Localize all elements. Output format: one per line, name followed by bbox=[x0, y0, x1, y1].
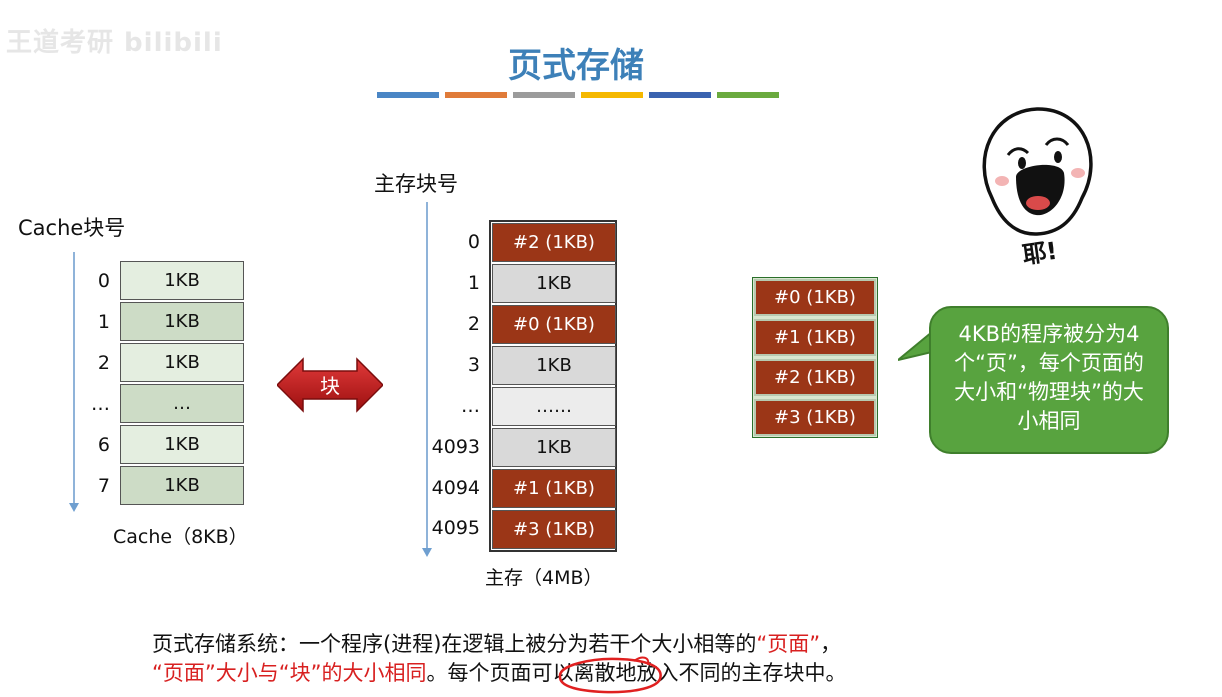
program-page: #1 (1KB) bbox=[754, 319, 876, 356]
program-page: #3 (1KB) bbox=[754, 399, 876, 436]
program-page: #0 (1KB) bbox=[754, 279, 876, 316]
cache-row-number: 1 bbox=[97, 311, 110, 333]
cache-axis bbox=[73, 252, 75, 504]
cache-block: … bbox=[120, 384, 244, 423]
memory-row-number: 3 bbox=[467, 354, 480, 376]
cache-axis-label: Cache块号 bbox=[18, 216, 126, 240]
color-bar-segment bbox=[581, 92, 643, 98]
memory-block: #2 (1KB) bbox=[492, 223, 616, 262]
description-line-1: 页式存储系统：一个程序(进程)在逻辑上被分为若干个大小相等的“页面”， bbox=[152, 630, 847, 659]
memory-row-number: 1 bbox=[467, 272, 480, 294]
memory-row-number: … bbox=[461, 395, 480, 417]
description: 页式存储系统：一个程序(进程)在逻辑上被分为若干个大小相等的“页面”， “页面”… bbox=[152, 630, 847, 688]
memory-row-number: 2 bbox=[467, 313, 480, 335]
mascot-face-icon bbox=[982, 107, 1093, 236]
memory-axis bbox=[426, 202, 428, 549]
memory-row-number: 0 bbox=[467, 231, 480, 253]
arrow-label: 块 bbox=[320, 374, 340, 398]
description-highlight: “页面” bbox=[756, 632, 821, 656]
color-bar-segment bbox=[717, 92, 779, 98]
cache-block: 1KB bbox=[120, 425, 244, 464]
memory-block: 1KB bbox=[492, 264, 616, 303]
cache-block: 1KB bbox=[120, 466, 244, 505]
cache-caption: Cache（8KB） bbox=[113, 526, 248, 548]
cache-blocks: 1KB 1KB 1KB … 1KB 1KB bbox=[120, 261, 246, 505]
cache-block: 1KB bbox=[120, 302, 244, 341]
handwritten-circle-annotation bbox=[558, 656, 662, 694]
page-title: 页式存储 bbox=[508, 46, 644, 86]
mascot-exclamation: 耶! bbox=[1020, 236, 1060, 270]
mascot: 耶! bbox=[972, 103, 1102, 275]
program-page: #2 (1KB) bbox=[754, 359, 876, 396]
cache-block: 1KB bbox=[120, 261, 244, 300]
memory-row-number: 4095 bbox=[431, 517, 480, 539]
cache-block: 1KB bbox=[120, 343, 244, 382]
color-bar-segment bbox=[377, 92, 439, 98]
program-pages: #0 (1KB) #1 (1KB) #2 (1KB) #3 (1KB) bbox=[752, 277, 878, 438]
description-line-2: “页面”大小与“块”的大小相同。每个页面可以离散地放入不同的主存块中。 bbox=[152, 659, 847, 688]
memory-caption: 主存（4MB） bbox=[485, 567, 603, 589]
description-text: 。每个页面可以离散地放入不同的主存块中。 bbox=[426, 661, 847, 685]
color-bar-segment bbox=[513, 92, 575, 98]
memory-block: #0 (1KB) bbox=[492, 305, 616, 344]
cache-row-number: 6 bbox=[97, 434, 110, 456]
memory-axis-label: 主存块号 bbox=[374, 172, 458, 196]
cache-row-number: 2 bbox=[97, 352, 110, 374]
description-highlight: “页面”大小与“块”的大小相同 bbox=[152, 661, 427, 685]
memory-block: #3 (1KB) bbox=[492, 510, 616, 549]
memory-row-number: 4094 bbox=[431, 477, 480, 499]
cache-row-number: 7 bbox=[97, 475, 110, 497]
memory-axis-arrow-icon bbox=[422, 548, 432, 557]
description-text: 页式存储系统：一个程序(进程)在逻辑上被分为若干个大小相等的 bbox=[152, 632, 757, 656]
memory-block: 1KB bbox=[492, 346, 616, 385]
description-text: ， bbox=[820, 632, 842, 656]
color-bar-segment bbox=[649, 92, 711, 98]
memory-block: …… bbox=[492, 387, 616, 426]
memory-block: 1KB bbox=[492, 428, 616, 467]
memory-blocks: #2 (1KB) 1KB #0 (1KB) 1KB …… 1KB #1 (1KB… bbox=[489, 220, 617, 552]
color-bar-segment bbox=[445, 92, 507, 98]
memory-row-number: 4093 bbox=[431, 436, 480, 458]
speech-bubble: 4KB的程序被分为4个“页”，每个页面的大小和“物理块”的大小相同 bbox=[929, 306, 1169, 454]
cache-row-number: … bbox=[91, 393, 110, 415]
memory-block: #1 (1KB) bbox=[492, 469, 616, 508]
block-double-arrow: 块 bbox=[275, 357, 385, 413]
watermark: 王道考研 bilibili bbox=[6, 28, 223, 58]
cache-row-number: 0 bbox=[97, 270, 110, 292]
cache-axis-arrow-icon bbox=[69, 503, 79, 512]
